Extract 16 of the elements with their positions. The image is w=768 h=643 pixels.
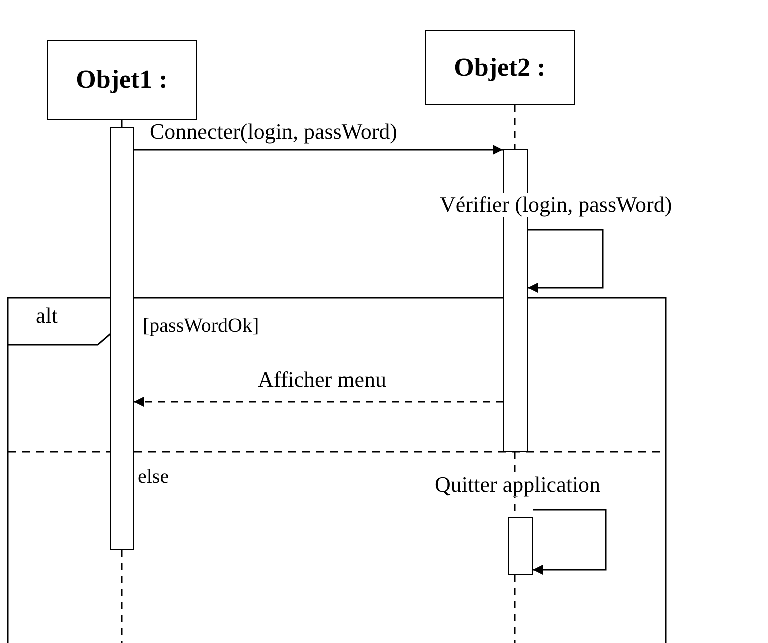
guard-condition: [passWordOk] bbox=[143, 315, 260, 337]
self-message-arrow bbox=[533, 509, 607, 575]
self-message-arrow bbox=[528, 229, 604, 293]
message-arrow bbox=[134, 145, 503, 155]
message-label: Vérifier (login, passWord) bbox=[440, 193, 672, 218]
activation-bar bbox=[110, 127, 134, 550]
operand-label: else bbox=[138, 466, 170, 488]
object-box: Objet1 : bbox=[47, 40, 197, 120]
return-message-arrow bbox=[134, 397, 503, 407]
fragment-operator: alt bbox=[36, 304, 58, 328]
lifeline bbox=[514, 575, 516, 643]
lifeline bbox=[121, 550, 123, 643]
object-box: Objet2 : bbox=[425, 30, 575, 105]
lifeline bbox=[121, 120, 123, 127]
activation-bar bbox=[508, 517, 533, 575]
lifeline bbox=[514, 105, 516, 149]
